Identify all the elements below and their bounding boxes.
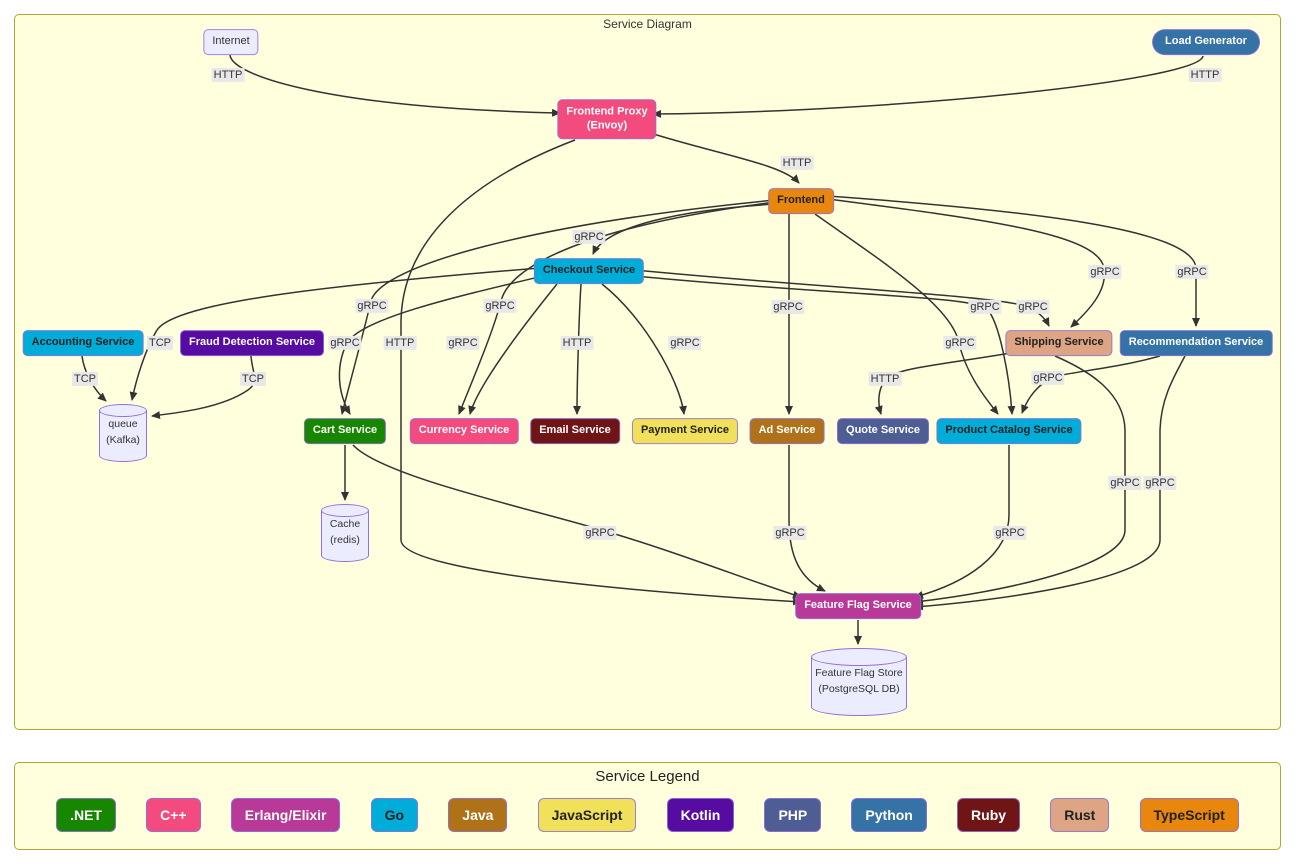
edge-label-grpc: gRPC xyxy=(1143,475,1177,491)
edge-label-http: HTTP xyxy=(780,155,814,171)
node-label: Product Catalog Service xyxy=(945,424,1073,437)
legend-chip-c-: C++ xyxy=(146,798,201,832)
node-checkout-service: Checkout Service xyxy=(533,258,645,284)
edge-label-tcp: TCP xyxy=(240,371,266,387)
node-feature-flag-service: Feature Flag Service xyxy=(795,593,921,619)
edge-label-tcp: TCP xyxy=(147,335,173,351)
node-redis-cache: Cache (redis) xyxy=(321,504,369,562)
edge-label-grpc: gRPC xyxy=(483,298,517,314)
legend-chip-go: Go xyxy=(370,798,419,832)
node-kafka-queue: queue (Kafka) xyxy=(99,404,147,462)
edge-label-grpc: gRPC xyxy=(771,299,805,315)
edge-label-tcp: TCP xyxy=(72,371,98,387)
edge-label-grpc: gRPC xyxy=(572,229,606,245)
edge-label-grpc: gRPC xyxy=(1088,264,1122,280)
edge-label-grpc: gRPC xyxy=(1108,475,1142,491)
node-label: Load Generator xyxy=(1165,35,1247,48)
node-label: Recommendation Service xyxy=(1128,336,1264,349)
legend-items: .NET C++ Erlang/Elixir Go Java JavaScript Kotl… xyxy=(41,787,1254,843)
node-label: Ad Service xyxy=(758,424,816,437)
edge-label-http: HTTP xyxy=(868,371,902,387)
edge-label-http: HTTP xyxy=(1188,67,1222,83)
node-sublabel: (redis) xyxy=(330,533,360,546)
node-label: Payment Service xyxy=(640,424,730,437)
node-feature-flag-store: Feature Flag Store (PostgreSQL DB) xyxy=(811,648,907,716)
node-label: Internet xyxy=(212,35,250,48)
node-label: Feature Flag Store xyxy=(815,667,903,679)
node-label: Checkout Service xyxy=(542,264,636,277)
edge-label-http: HTTP xyxy=(383,335,417,351)
node-currency-service: Currency Service xyxy=(409,418,519,444)
node-label: Fraud Detection Service xyxy=(189,336,315,349)
node-frontend-proxy: Frontend Proxy(Envoy) xyxy=(557,99,657,139)
edge-label-grpc: gRPC xyxy=(328,335,362,351)
node-label: Feature Flag Service xyxy=(804,599,912,612)
legend-cluster: Service Legend .NET C++ Erlang/Elixir Go Jav… xyxy=(14,762,1281,850)
edge-label-http: HTTP xyxy=(560,335,594,351)
node-internet: Internet xyxy=(203,29,259,55)
edge-label-grpc: gRPC xyxy=(943,335,977,351)
edge-label-grpc: gRPC xyxy=(993,525,1027,541)
legend-chip--net: .NET xyxy=(56,798,116,832)
legend-chip-ruby: Ruby xyxy=(957,798,1021,832)
node-label: Cache xyxy=(329,518,361,530)
node-label: Accounting Service xyxy=(31,336,135,349)
node-label: Email Service xyxy=(539,424,611,437)
legend-chip-typescript: TypeScript xyxy=(1139,798,1239,832)
node-payment-service: Payment Service xyxy=(631,418,739,444)
node-label: Frontend xyxy=(777,194,825,207)
edge-label-grpc: gRPC xyxy=(1031,370,1065,386)
edge-label-grpc: gRPC xyxy=(583,525,617,541)
node-shipping-service: Shipping Service xyxy=(1005,330,1113,356)
node-label: Shipping Service xyxy=(1014,336,1104,349)
legend-chip-kotlin: Kotlin xyxy=(666,798,735,832)
node-cart-service: Cart Service xyxy=(303,418,387,444)
node-frontend: Frontend xyxy=(768,188,834,214)
node-fraud-detection-service: Fraud Detection Service xyxy=(180,330,324,356)
node-label: Cart Service xyxy=(312,424,378,437)
diagram-title: Service Diagram xyxy=(603,17,692,31)
legend-chip-javascript: JavaScript xyxy=(537,798,637,832)
legend-chip-rust: Rust xyxy=(1050,798,1110,832)
edge-label-grpc: gRPC xyxy=(446,335,480,351)
legend-chip-java: Java xyxy=(448,798,508,832)
node-sublabel: (PostgreSQL DB) xyxy=(818,682,900,695)
legend-chip-python: Python xyxy=(851,798,927,832)
edge-label-grpc: gRPC xyxy=(668,335,702,351)
node-accounting-service: Accounting Service xyxy=(22,330,144,356)
node-sublabel: (Kafka) xyxy=(106,433,140,446)
node-label: Currency Service xyxy=(418,424,510,437)
edge-label-grpc: gRPC xyxy=(355,298,389,314)
node-ad-service: Ad Service xyxy=(749,418,825,444)
edge-label-http: HTTP xyxy=(211,67,245,83)
node-email-service: Email Service xyxy=(530,418,620,444)
edge-label-grpc: gRPC xyxy=(968,299,1002,315)
edge-label-grpc: gRPC xyxy=(1016,299,1050,315)
legend-title: Service Legend xyxy=(595,768,700,785)
node-product-catalog-service: Product Catalog Service xyxy=(936,418,1082,444)
node-label: Frontend Proxy xyxy=(566,105,648,118)
node-label: queue xyxy=(108,418,138,430)
node-recommendation-service: Recommendation Service xyxy=(1119,330,1273,356)
node-label: Quote Service xyxy=(846,424,920,437)
node-quote-service: Quote Service xyxy=(837,418,929,444)
edge-label-grpc: gRPC xyxy=(773,525,807,541)
node-load-generator: Load Generator xyxy=(1152,29,1260,55)
edge-label-grpc: gRPC xyxy=(1175,264,1209,280)
legend-chip-erlang-elixir: Erlang/Elixir xyxy=(230,798,341,832)
legend-chip-php: PHP xyxy=(764,798,822,832)
node-sublabel: (Envoy) xyxy=(586,119,628,131)
